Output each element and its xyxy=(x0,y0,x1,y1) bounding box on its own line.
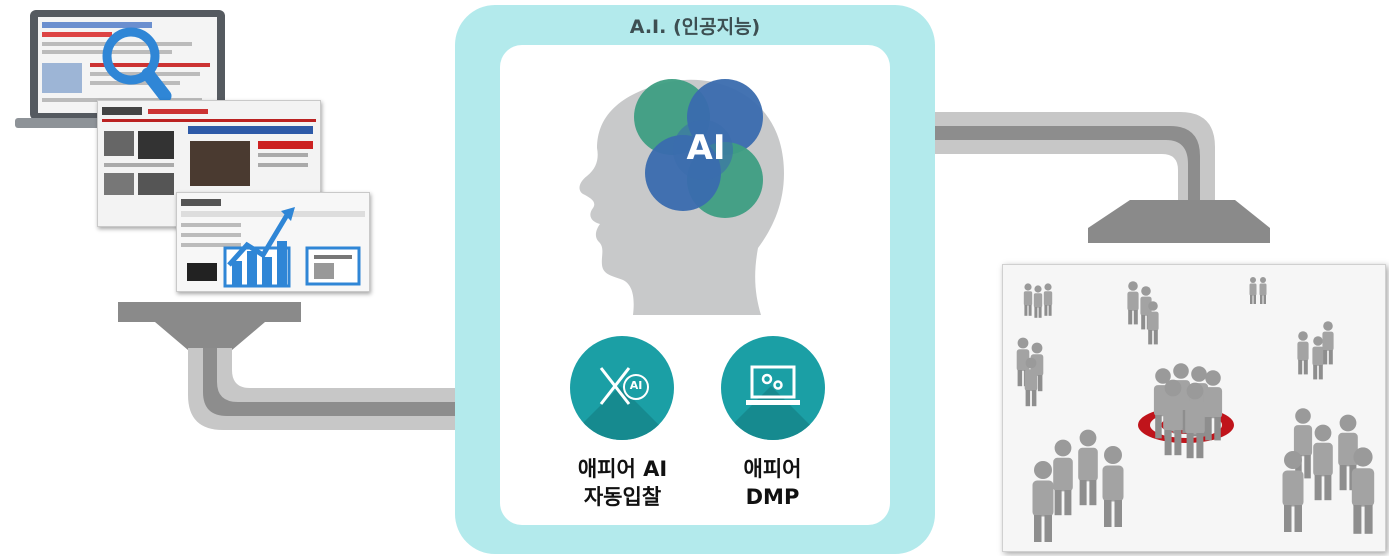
dmp-label-line2: DMP xyxy=(745,485,800,509)
ai-bidding-button[interactable]: AI xyxy=(570,336,674,440)
ai-bidding-label-line1: 애피어 AI xyxy=(577,457,668,481)
dmp-label: 애피어 DMP xyxy=(700,455,845,511)
x-ai-icon-label: AI xyxy=(629,379,643,392)
ai-bidding-label-line2: 자동입찰 xyxy=(583,485,662,509)
x-ai-icon xyxy=(599,367,649,405)
ai-head-illustration xyxy=(579,79,784,315)
dmp-label-line1: 애피어 xyxy=(743,457,802,481)
ai-bidding-label: 애피어 AI 자동입찰 xyxy=(545,455,700,511)
dmp-button[interactable] xyxy=(721,336,825,440)
left-flow-pipe xyxy=(118,302,460,430)
laptop-search-image xyxy=(15,8,230,133)
analytics-page-thumbnail xyxy=(176,192,370,292)
laptop-gears-icon xyxy=(746,365,800,405)
right-flow-pipe xyxy=(932,112,1270,243)
head-ai-badge: AI xyxy=(686,128,726,168)
panel-title: A.I. (인공지능) xyxy=(629,16,761,38)
audience-target-image xyxy=(1002,264,1386,552)
